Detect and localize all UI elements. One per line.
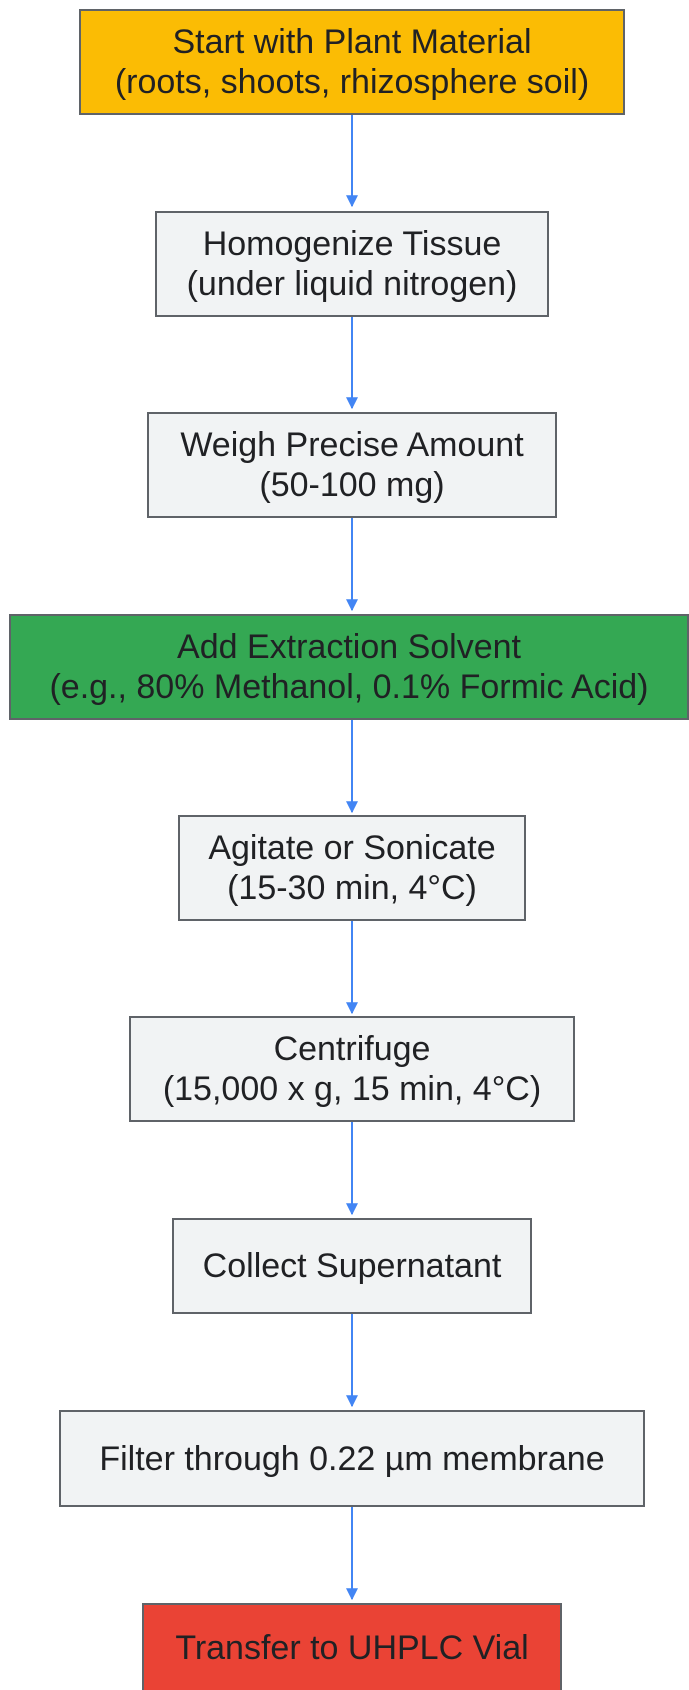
node-homogenize-tissue: Homogenize Tissue (under liquid nitrogen…	[155, 211, 549, 317]
node-centrifuge: Centrifuge (15,000 x g, 15 min, 4°C)	[129, 1016, 575, 1122]
node-agitate-line2: (15-30 min, 4°C)	[227, 869, 477, 907]
node-centrifuge-line1: Centrifuge	[273, 1030, 431, 1068]
node-solvent-line2: (e.g., 80% Methanol, 0.1% Formic Acid)	[49, 668, 649, 706]
node-add-extraction-solvent: Add Extraction Solvent (e.g., 80% Methan…	[9, 614, 689, 720]
node-homogenize-line1: Homogenize Tissue	[202, 225, 502, 263]
node-filter-membrane: Filter through 0.22 µm membrane	[59, 1410, 645, 1507]
node-homogenize-line2: (under liquid nitrogen)	[186, 265, 518, 303]
node-agitate-sonicate: Agitate or Sonicate (15-30 min, 4°C)	[178, 815, 526, 921]
node-start-line2: (roots, shoots, rhizosphere soil)	[114, 63, 590, 101]
node-weigh-line2: (50-100 mg)	[259, 466, 445, 504]
node-collect-supernatant: Collect Supernatant	[172, 1218, 532, 1314]
node-centrifuge-line2: (15,000 x g, 15 min, 4°C)	[162, 1070, 542, 1108]
node-start-line1: Start with Plant Material	[172, 23, 532, 61]
node-weigh-line1: Weigh Precise Amount	[180, 426, 524, 464]
node-collect-line1: Collect Supernatant	[202, 1247, 502, 1285]
node-weigh-amount: Weigh Precise Amount (50-100 mg)	[147, 412, 557, 518]
node-transfer-vial: Transfer to UHPLC Vial	[142, 1603, 562, 1690]
node-start-plant-material: Start with Plant Material (roots, shoots…	[79, 9, 625, 115]
node-transfer-line1: Transfer to UHPLC Vial	[175, 1628, 529, 1667]
node-filter-line1: Filter through 0.22 µm membrane	[99, 1439, 605, 1478]
node-solvent-line1: Add Extraction Solvent	[177, 628, 521, 666]
node-agitate-line1: Agitate or Sonicate	[208, 829, 496, 867]
